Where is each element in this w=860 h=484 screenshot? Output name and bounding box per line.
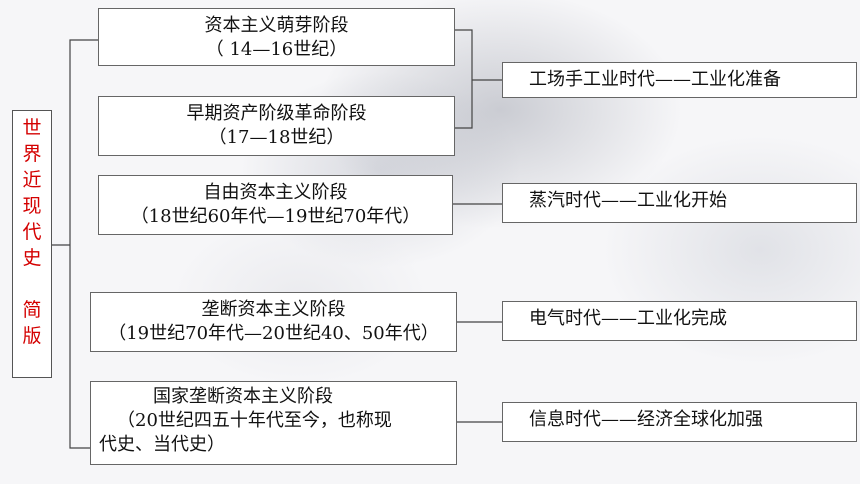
era-box-information: 信息时代——经济全球化加强 (502, 402, 857, 442)
stage-name: 资本主义萌芽阶段 (204, 15, 349, 36)
stage-box-sprouts: 资本主义萌芽阶段 （ 14—16世纪） (98, 8, 455, 66)
stage-name: 国家垄断资本主义阶段 (153, 386, 333, 407)
side-title-char: 版 (22, 325, 42, 347)
stage-box-monopoly: 垄断资本主义阶段 （19世纪70年代—20世纪40、50年代） (90, 292, 457, 352)
era-label: 工场手工业时代——工业化准备 (529, 69, 781, 90)
stage-period: （19世纪70年代—20世纪40、50年代） (108, 323, 439, 344)
stage-box-free-capitalism: 自由资本主义阶段 （18世纪60年代—19世纪70年代） (98, 175, 453, 235)
stage-period-cont: 代史、当代史） (99, 434, 225, 455)
side-title-char: 简 (22, 299, 42, 321)
era-label: 电气时代——工业化完成 (529, 308, 727, 329)
side-title-char: 现 (22, 195, 42, 217)
side-title-box: 世 界 近 现 代 史 简 版 (12, 110, 52, 378)
era-label: 蒸汽时代——工业化开始 (529, 190, 727, 211)
side-title-char: 近 (22, 169, 42, 191)
stage-name: 自由资本主义阶段 (203, 182, 348, 203)
era-box-manufacture: 工场手工业时代——工业化准备 (502, 62, 857, 98)
era-label: 信息时代——经济全球化加强 (529, 409, 763, 430)
stage-period: （17—18世纪） (208, 127, 345, 148)
stage-period: （20世纪四五十年代至今，也称现 (117, 410, 392, 431)
side-title-char: 史 (22, 247, 42, 269)
stage-name: 早期资产阶级革命阶段 (186, 103, 367, 124)
stage-period: （18世纪60年代—19世纪70年代） (130, 206, 421, 227)
stage-box-early-revolution: 早期资产阶级革命阶段 （17—18世纪） (98, 96, 455, 156)
side-title-char: 代 (22, 221, 42, 243)
stage-name: 垄断资本主义阶段 (201, 299, 346, 320)
main-bracket-line (69, 39, 98, 449)
stage-box-state-monopoly: 国家垄断资本主义阶段 （20世纪四五十年代至今，也称现 代史、当代史） (90, 381, 457, 465)
era-box-steam: 蒸汽时代——工业化开始 (502, 183, 857, 223)
stage-pair-bracket-line (455, 29, 473, 129)
stage-period: （ 14—16世纪） (205, 39, 348, 60)
era-box-electric: 电气时代——工业化完成 (502, 301, 857, 341)
side-title-char: 界 (22, 143, 42, 165)
side-title-gap (13, 271, 51, 297)
side-title-char: 世 (22, 117, 42, 139)
